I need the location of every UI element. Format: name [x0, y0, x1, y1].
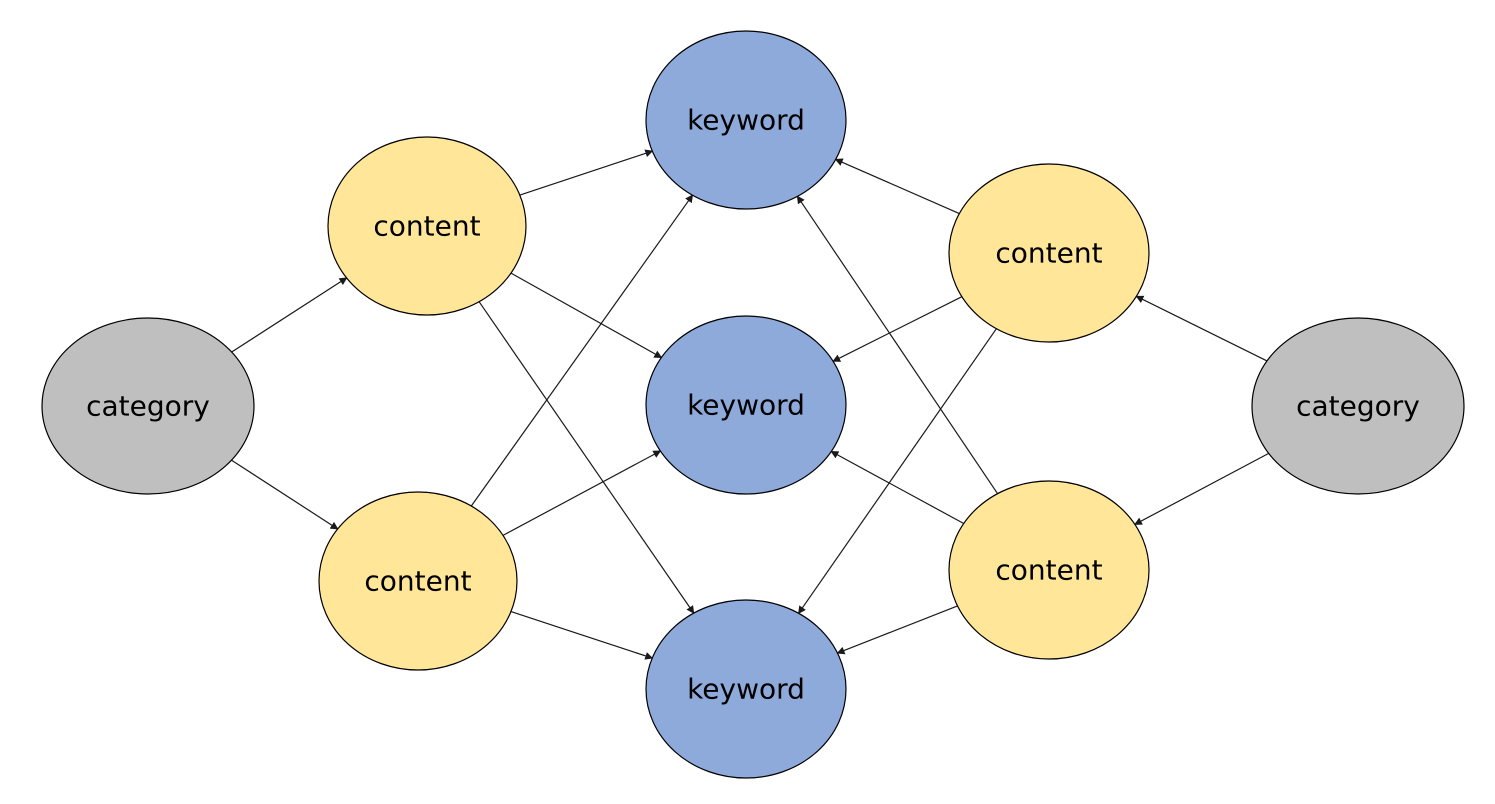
keyword-ellipse: [645, 30, 847, 210]
arrow-content-right-bottom-to-keyword-bottom: [836, 605, 958, 655]
content-label: content: [373, 210, 480, 243]
arrow-content-right-top-to-keyword-top: [834, 158, 960, 215]
nodes-layer: category content content keyword keyword keyw…: [41, 30, 1465, 779]
arrow-content-right-bottom-to-keyword-top: [796, 195, 999, 495]
arrow-content-left-bottom-to-keyword-bottom: [510, 611, 654, 660]
keyword-ellipse: [645, 315, 847, 495]
node-content-right-bottom: content: [948, 480, 1150, 660]
content-ellipse: [327, 136, 527, 316]
node-keyword-bottom: keyword: [645, 599, 847, 779]
category-ellipse: [1251, 317, 1465, 495]
content-ellipse: [948, 480, 1150, 660]
arrow-content-left-top-to-keyword-top: [519, 149, 654, 196]
edges-layer: [231, 149, 1269, 660]
node-content-left-bottom: content: [318, 491, 518, 671]
arrow-category-right-to-content-right-bottom: [1134, 452, 1269, 525]
content-ellipse: [318, 491, 518, 671]
arrow-content-left-bottom-to-keyword-middle: [502, 450, 662, 536]
category-ellipse: [41, 317, 255, 495]
node-keyword-middle: keyword: [645, 315, 847, 495]
category-label: category: [86, 390, 210, 423]
content-ellipse: [948, 163, 1150, 343]
content-label: content: [364, 565, 471, 598]
keyword-ellipse: [645, 599, 847, 779]
keyword-label: keyword: [687, 673, 805, 706]
arrow-content-right-top-to-keyword-middle: [832, 296, 963, 362]
node-content-left-top: content: [327, 136, 527, 316]
node-content-right-top: content: [948, 163, 1150, 343]
arrow-category-right-to-content-right-top: [1135, 295, 1268, 362]
arrow-content-right-bottom-to-keyword-middle: [830, 450, 964, 525]
keyword-label: keyword: [687, 104, 805, 137]
arrow-category-left-to-content-left-bottom: [231, 459, 339, 530]
arrow-content-left-bottom-to-keyword-top: [470, 194, 694, 507]
arrow-content-left-top-to-keyword-bottom: [478, 301, 695, 614]
node-category-left: category: [41, 317, 255, 495]
arrow-content-right-top-to-keyword-bottom: [798, 328, 997, 615]
node-keyword-top: keyword: [645, 30, 847, 210]
arrow-category-left-to-content-left-top: [231, 277, 348, 353]
arrow-content-left-top-to-keyword-middle: [510, 272, 663, 359]
category-label: category: [1296, 390, 1420, 423]
node-category-right: category: [1251, 317, 1465, 495]
content-label: content: [995, 237, 1102, 270]
keyword-label: keyword: [687, 389, 805, 422]
content-label: content: [995, 554, 1102, 587]
